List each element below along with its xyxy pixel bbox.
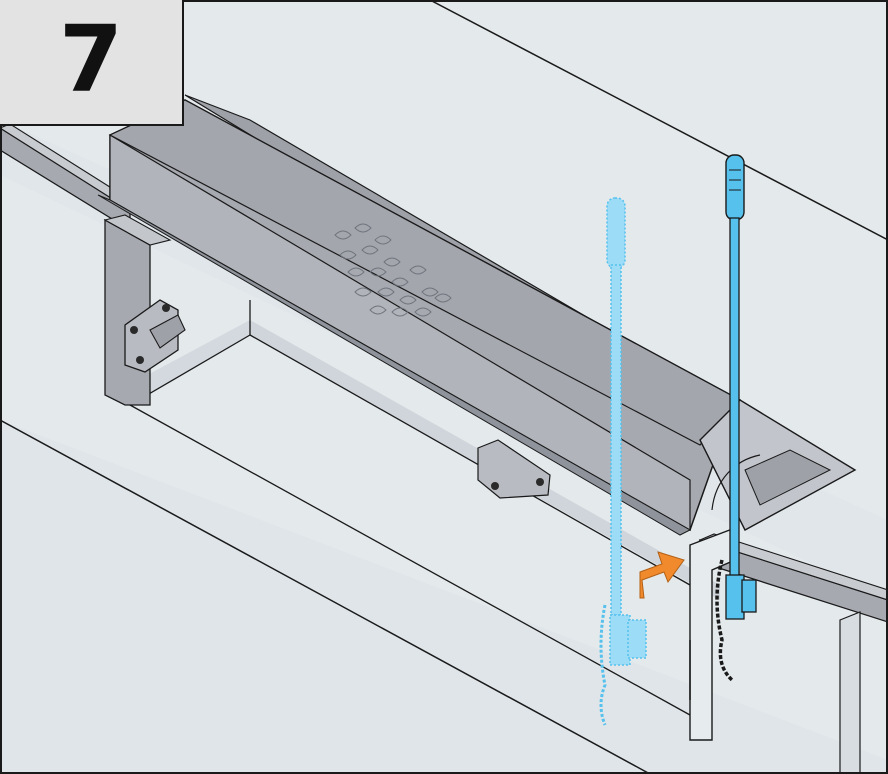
leaf-pattern-icon (334, 223, 452, 317)
arrow-right-icon (639, 551, 685, 599)
crank-rod (715, 154, 757, 682)
step-number: 7 (58, 6, 123, 113)
bracket-plate (124, 299, 179, 373)
lower-ledge-line (0, 419, 651, 774)
step-badge: 7 (0, 0, 184, 126)
crank-rod-ghost (599, 197, 647, 726)
wall-corner-line-top (429, 0, 888, 241)
lower-wall-band (0, 420, 888, 774)
